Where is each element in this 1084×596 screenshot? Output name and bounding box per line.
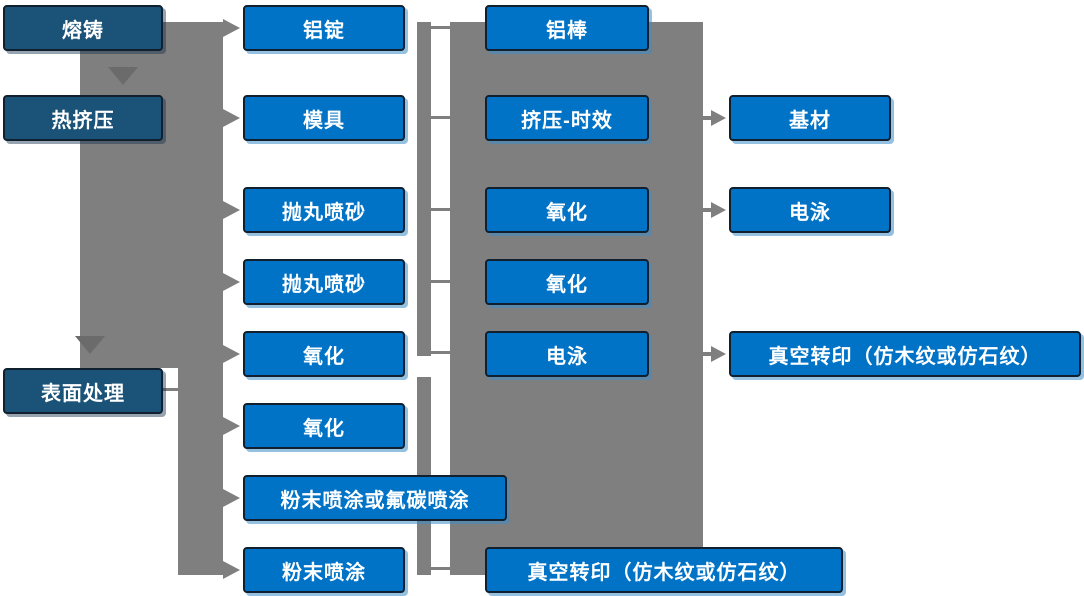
arrow-to-shot-blast-1 <box>223 201 240 219</box>
node-oxidation-a2: 氧化 <box>243 403 405 449</box>
arrow-head-to-substrate <box>711 110 726 126</box>
node-oxidation-b2: 氧化 <box>485 259 649 305</box>
node-extrusion-aging: 挤压-时效 <box>485 95 649 141</box>
node-powder-coating: 粉末喷涂 <box>243 547 405 593</box>
arrow-to-oxidation-a1 <box>223 345 240 363</box>
node-electrophoresis-right: 电泳 <box>729 187 891 233</box>
arrow-to-powder-coating <box>223 561 240 579</box>
arrow-stem-to-vacuum-transfer <box>703 352 712 356</box>
arrow-to-aluminum-ingot <box>223 19 240 37</box>
arrow-to-oxidation-a2 <box>223 417 240 435</box>
node-oxidation-b1: 氧化 <box>485 187 649 233</box>
node-oxidation-a1: 氧化 <box>243 331 405 377</box>
node-vacuum-transfer-bottom: 真空转印（仿木纹或仿石纹） <box>485 547 843 593</box>
link-surface-treatment <box>160 388 178 391</box>
arrow-down-to-surface-treatment <box>75 336 105 354</box>
link-row-3 <box>429 208 453 211</box>
node-electrophoresis-mid: 电泳 <box>485 331 649 377</box>
link-row-1 <box>429 26 453 29</box>
link-row-2 <box>429 116 453 119</box>
collector-bar-upper <box>417 22 431 356</box>
node-hot-extrusion: 热挤压 <box>3 95 163 141</box>
link-row-5 <box>429 351 453 354</box>
arrow-head-to-electrophoresis <box>711 202 726 218</box>
arrow-to-powder-or-fluorocarbon <box>223 489 240 507</box>
connector-left-fan <box>80 22 223 368</box>
node-vacuum-transfer-right: 真空转印（仿木纹或仿石纹） <box>729 331 1081 377</box>
node-melt-cast: 熔铸 <box>3 5 163 51</box>
link-row-4 <box>429 280 453 283</box>
arrow-to-shot-blast-2 <box>223 273 240 291</box>
node-shot-blast-1: 抛丸喷砂 <box>243 187 405 233</box>
node-aluminum-rod: 铝棒 <box>485 5 649 51</box>
arrow-stem-to-electrophoresis <box>703 208 712 212</box>
node-powder-or-fluorocarbon: 粉末喷涂或氟碳喷涂 <box>243 475 507 521</box>
node-shot-blast-2: 抛丸喷砂 <box>243 259 405 305</box>
arrow-to-mold <box>223 109 240 127</box>
arrow-head-to-vacuum-transfer <box>711 346 726 362</box>
arrow-stem-to-substrate <box>703 116 712 120</box>
arrow-down-to-hot-extrusion <box>108 67 138 85</box>
connector-left-bar-lower <box>178 340 223 575</box>
node-mold: 模具 <box>243 95 405 141</box>
node-aluminum-ingot: 铝锭 <box>243 5 405 51</box>
node-substrate: 基材 <box>729 95 891 141</box>
node-surface-treatment: 表面处理 <box>3 368 163 414</box>
